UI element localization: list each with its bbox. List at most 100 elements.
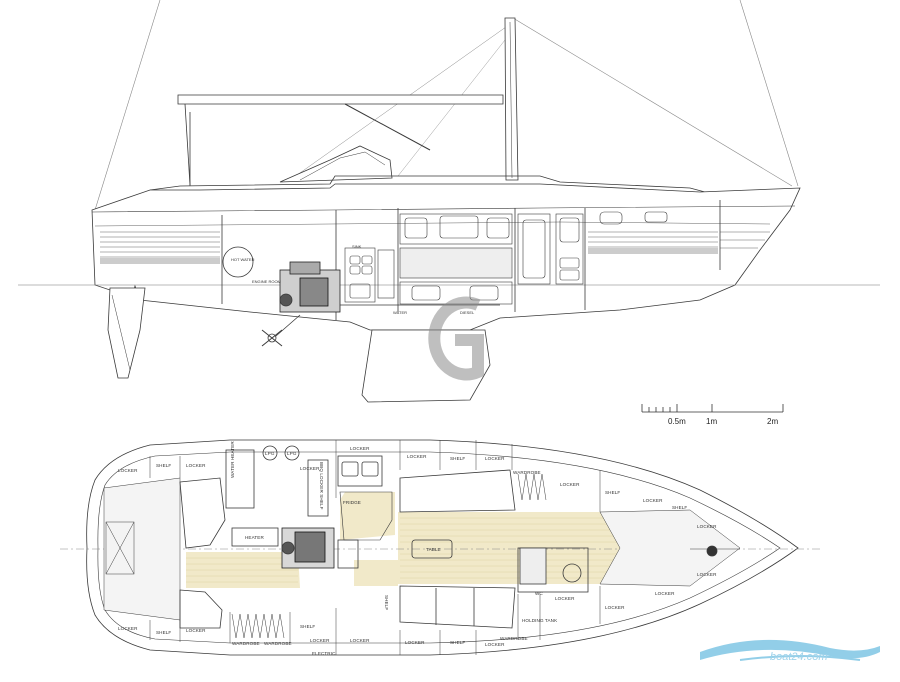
label-water-heater: WATER HEATER: [230, 441, 235, 478]
label-shelf-aft-stbd: SHELF: [156, 463, 171, 468]
label-holding-tank: HOLDING TANK: [522, 618, 558, 623]
anchor-windlass: [690, 545, 740, 557]
saloon-table: [411, 539, 453, 559]
deck-line: [94, 221, 771, 227]
label-diesel: DIESEL: [460, 310, 475, 315]
prop-shaft: [275, 314, 301, 337]
engine: [279, 261, 341, 313]
label-locker-aft-stbd-2: LOCKER: [186, 463, 206, 468]
label-electric: ELECTRIC: [312, 651, 336, 656]
forestay-upper: [739, 0, 799, 187]
label-locker-port-aft-3: LOCKER: [310, 638, 330, 643]
lpg-tank-2: [284, 445, 300, 461]
deck-hull-inner: [97, 451, 781, 644]
side-profile: [18, 0, 880, 403]
label-wardrobe-port-aft: WARDROBE: [232, 641, 260, 646]
scale-bar: [641, 404, 784, 413]
heater-box: [231, 527, 279, 547]
label-sink: SINK: [352, 244, 362, 249]
rudder: [107, 287, 146, 379]
fwd-cabin-hatching: [588, 231, 770, 254]
deck-plan: [60, 439, 820, 656]
label-locker-port-aft: LOCKER: [118, 626, 138, 631]
label-locker-bottom-3: LOCKER: [350, 638, 370, 643]
watermark-logo: [428, 296, 484, 381]
label-locker-fwd-stbd: LOCKER: [560, 482, 580, 487]
label-hot-water: HOT WATER: [231, 257, 255, 262]
sheer-line: [91, 205, 796, 213]
boom: [177, 94, 504, 105]
locker-partitions: [149, 440, 601, 655]
wardrobe-zigzag-aft: [231, 613, 285, 639]
coachroof: [149, 175, 721, 197]
bow-berth: [599, 509, 741, 587]
settee-port: [399, 585, 516, 629]
label-engine-room: ENGINE ROOM: [252, 279, 281, 284]
rudder-outline: [111, 294, 131, 371]
backstay: [94, 0, 161, 211]
scale-tick-05m: 0.5m: [668, 417, 686, 426]
propeller-blades: [261, 329, 283, 347]
sprayhood: [279, 145, 393, 183]
label-shelf-port-aft-2: SHELF: [300, 624, 315, 629]
mast-track: [509, 21, 513, 179]
settee-stbd: [399, 469, 516, 513]
label-shelf-port-aft: SHELF: [156, 630, 171, 635]
label-wardrobe-port: WARDROBE: [500, 636, 528, 641]
label-table: TABLE: [426, 547, 441, 552]
label-locker-port-aft-2: LOCKER: [186, 628, 206, 633]
forestay: [512, 17, 793, 187]
deck-labels: LOCKER SHELF LOCKER LOCKER LOCKER SHELF …: [118, 441, 717, 656]
topping-strut: [184, 103, 191, 186]
deck-hull-outline: [86, 439, 799, 656]
corner-watermark: [700, 639, 880, 661]
label-lpg-2: LPG: [287, 451, 297, 456]
label-water: WATER: [393, 310, 407, 315]
galley-sink: [341, 461, 359, 477]
label-shelf-bottom: SHELF: [450, 640, 465, 645]
label-locker-top-1: LOCKER: [350, 446, 370, 451]
label-shelf-top: SHELF: [450, 456, 465, 461]
label-locker-bottom-1: LOCKER: [405, 640, 425, 645]
label-locker-stbd-aft-3: LOCKER: [300, 466, 320, 471]
boom-vang: [344, 103, 431, 151]
label-locker-top-2: LOCKER: [407, 454, 427, 459]
shower-grid: [519, 547, 547, 585]
label-wardrobe-stbd: WARDROBE: [513, 470, 541, 475]
shroud-2: [397, 39, 506, 177]
label-locker-bow-port: LOCKER: [697, 572, 717, 577]
label-shelf-vertical: SHELF: [384, 595, 389, 610]
label-heater: HEATER: [245, 535, 264, 540]
sprayhood-inner: [299, 151, 386, 181]
lpg-tank-1: [262, 445, 278, 461]
scale-tick-1m: 1m: [706, 417, 717, 426]
cockpit-seat: [179, 477, 226, 549]
label-wardrobe-port-aft-2: WARDROBE: [264, 641, 292, 646]
propeller-hub: [267, 333, 277, 343]
label-locker-port-mid: LOCKER: [555, 596, 575, 601]
label-lpg-1: LPG: [265, 451, 275, 456]
bbq-locker: [307, 459, 329, 517]
label-locker-bottom-2: LOCKER: [485, 642, 505, 647]
galley-counter: [339, 491, 393, 541]
hot-water-tank: [222, 246, 254, 278]
label-shelf-bow: SHELF: [672, 505, 687, 510]
aft-cabin-hatching: [100, 231, 220, 264]
head-compartment: [517, 547, 589, 593]
label-locker-bow: LOCKER: [697, 524, 717, 529]
wc-bowl: [562, 563, 582, 583]
galley-stove: [337, 455, 383, 487]
mast: [504, 17, 519, 181]
corner-watermark-text: boat24.com: [770, 651, 827, 663]
label-locker-top-3: LOCKER: [485, 456, 505, 461]
label-locker-aft-stbd: LOCKER: [118, 468, 138, 473]
galley-cabinets: [344, 211, 668, 305]
keel: [361, 329, 491, 403]
label-wc: WC: [535, 591, 543, 596]
cockpit-seat-2: [179, 589, 223, 629]
water-heater: [225, 449, 255, 509]
aft-berth: [103, 477, 181, 621]
label-shelf-fwd-stbd: SHELF: [605, 490, 620, 495]
label-fridge: FRIDGE: [343, 500, 361, 505]
